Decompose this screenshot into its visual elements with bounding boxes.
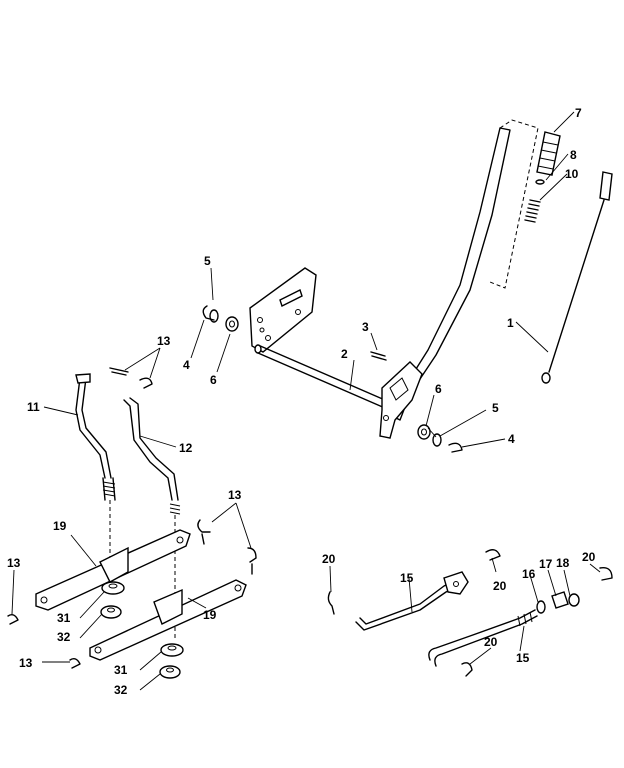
callout-31: 31	[57, 611, 71, 625]
callout-32: 32	[57, 630, 71, 644]
hairpin-clip-d	[247, 547, 257, 575]
clip-right	[448, 442, 463, 453]
release-rod	[541, 171, 613, 384]
callout-13: 13	[7, 556, 21, 570]
callout-11: 11	[27, 400, 40, 414]
rod-clip-a	[327, 591, 335, 615]
trunnion-upper	[101, 581, 125, 595]
grip-washer	[535, 179, 545, 185]
callout-13: 13	[19, 656, 33, 670]
callout-15: 15	[400, 571, 414, 585]
callout-5: 5	[492, 401, 499, 415]
callout-20: 20	[322, 552, 336, 566]
lift-handle	[379, 119, 539, 439]
button-spring	[524, 199, 541, 223]
adjust-washer	[551, 591, 569, 609]
deck-rod-right	[428, 609, 538, 667]
rod-clip-d	[461, 662, 473, 677]
mounting-plate	[249, 267, 317, 353]
rod-clip-b	[485, 549, 501, 561]
callout-13: 13	[228, 488, 242, 502]
trunnion-lower	[160, 643, 184, 657]
callout-7: 7	[575, 106, 582, 120]
leader-lines	[11, 111, 601, 691]
rod-clip-c	[599, 567, 613, 581]
callout-4: 4	[183, 358, 190, 372]
callout-6: 6	[435, 382, 442, 396]
cross-shaft	[254, 344, 386, 409]
callout-2: 2	[341, 347, 348, 361]
callout-20: 20	[582, 550, 596, 564]
nut-upper	[100, 605, 122, 619]
callout-5: 5	[204, 254, 211, 268]
callout-labels: 1 2 3 4 4 5 5 6 6 7 8 10 11 12 13 13 13 …	[7, 106, 596, 697]
spring-pin	[370, 351, 387, 361]
handle-grip	[536, 131, 561, 176]
hairpin-clip-e	[7, 613, 19, 625]
nut-lower	[159, 665, 181, 679]
callout-32: 32	[114, 683, 128, 697]
hairpin-clip-c	[197, 519, 211, 545]
callout-31: 31	[114, 663, 128, 677]
callout-8: 8	[570, 148, 577, 162]
callout-12: 12	[179, 441, 193, 455]
hairpin-clip-b	[139, 377, 153, 389]
bushing-right	[417, 424, 431, 440]
callout-15: 15	[516, 651, 530, 665]
clip-left	[202, 305, 215, 321]
callout-20: 20	[484, 635, 498, 649]
callout-3: 3	[362, 320, 369, 334]
callout-17: 17	[539, 557, 553, 571]
callout-10: 10	[565, 167, 579, 181]
callout-19: 19	[53, 519, 67, 533]
callout-1: 1	[507, 316, 514, 330]
callout-20: 20	[493, 579, 507, 593]
ferrule	[536, 600, 546, 614]
washer-right	[432, 433, 442, 447]
callout-16: 16	[522, 567, 536, 581]
deck-rod-left	[355, 571, 469, 631]
adjust-nut	[568, 593, 580, 607]
lift-link-left	[75, 373, 116, 501]
callout-13: 13	[157, 334, 171, 348]
lift-arm-upper	[35, 529, 191, 611]
lift-link-right	[123, 397, 181, 515]
callout-19: 19	[203, 608, 217, 622]
callout-18: 18	[556, 556, 570, 570]
callout-4: 4	[508, 432, 515, 446]
hairpin-clip-f	[69, 657, 81, 669]
hairpin-clip-a	[109, 367, 129, 376]
lift-arm-lower	[89, 579, 247, 661]
callout-6: 6	[210, 373, 217, 387]
bushing-left	[225, 316, 239, 332]
